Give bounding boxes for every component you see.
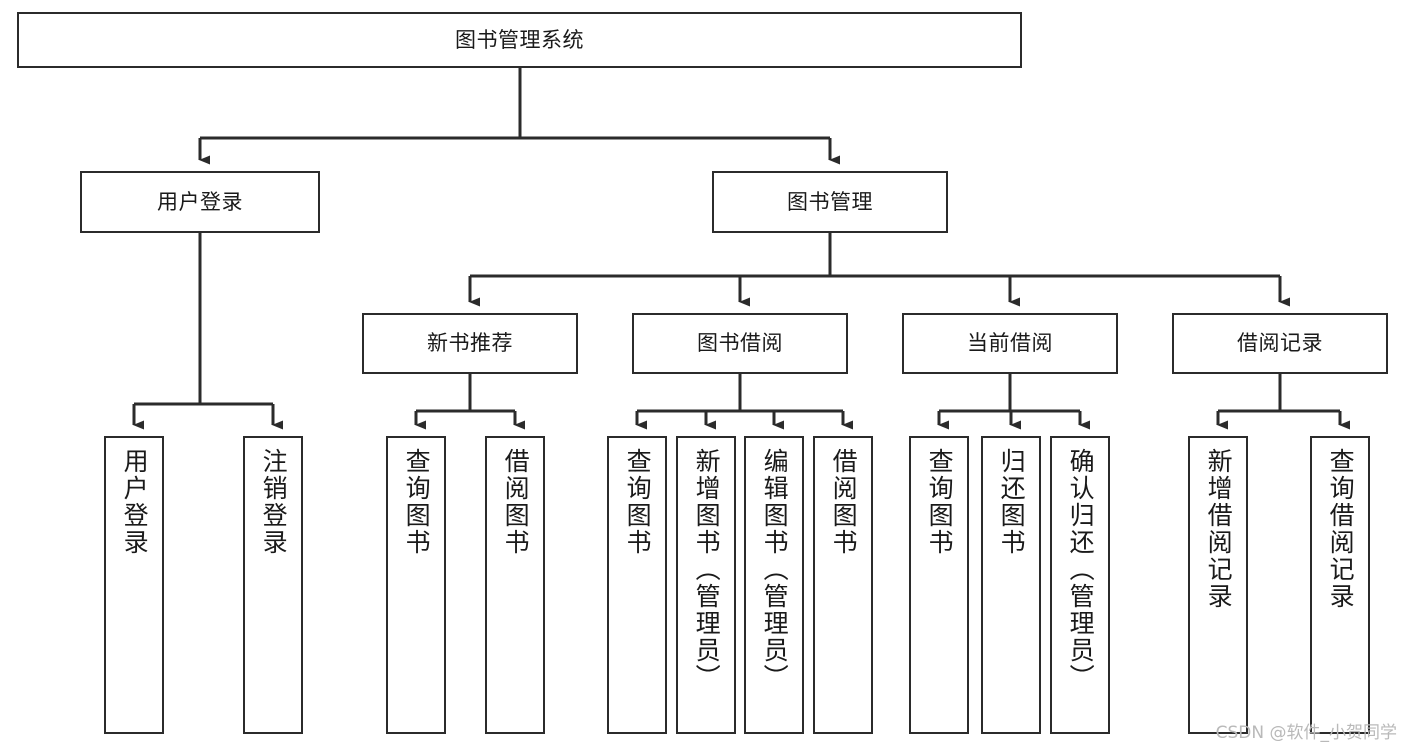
node-level2-0[interactable]: 用户登录	[80, 171, 320, 233]
node-root-system[interactable]: 图书管理系统	[17, 12, 1022, 68]
node-label: 图书借阅	[697, 331, 783, 356]
node-leaf-10[interactable]: 确认归还（管理员）	[1050, 436, 1110, 734]
node-leaf-7[interactable]: 借阅图书	[813, 436, 873, 734]
node-level2-1[interactable]: 图书管理	[712, 171, 948, 233]
node-leaf-11[interactable]: 新增借阅记录	[1188, 436, 1248, 734]
node-label: 用户登录	[157, 189, 243, 214]
node-label: 确认归还（管理员）	[1066, 448, 1096, 691]
node-level3-3[interactable]: 借阅记录	[1172, 313, 1388, 374]
node-label: 用户登录	[120, 448, 150, 556]
node-level3-1[interactable]: 图书借阅	[632, 313, 848, 374]
node-label: 借阅记录	[1237, 331, 1323, 356]
node-label: 新增借阅记录	[1204, 448, 1234, 610]
node-label: 注销登录	[259, 448, 289, 556]
watermark-credit: CSDN @软件_小贺同学	[1215, 723, 1397, 743]
node-level3-0[interactable]: 新书推荐	[362, 313, 578, 374]
node-leaf-9[interactable]: 归还图书	[981, 436, 1041, 734]
node-label: 查询图书	[623, 448, 653, 556]
node-leaf-4[interactable]: 查询图书	[607, 436, 667, 734]
node-label: 当前借阅	[967, 331, 1053, 356]
node-leaf-6[interactable]: 编辑图书（管理员）	[744, 436, 804, 734]
node-level3-2[interactable]: 当前借阅	[902, 313, 1118, 374]
node-label: 借阅图书	[501, 448, 531, 556]
node-leaf-12[interactable]: 查询借阅记录	[1310, 436, 1370, 734]
node-leaf-3[interactable]: 借阅图书	[485, 436, 545, 734]
node-label: 图书管理	[787, 189, 873, 214]
node-label: 查询图书	[925, 448, 955, 556]
node-label: 查询借阅记录	[1326, 448, 1356, 610]
node-label: 借阅图书	[829, 448, 859, 556]
node-label: 归还图书	[997, 448, 1027, 556]
node-label: 图书管理系统	[455, 27, 584, 52]
node-label: 新书推荐	[427, 331, 513, 356]
node-label: 新增图书（管理员）	[692, 448, 722, 691]
node-label: 编辑图书（管理员）	[760, 448, 790, 691]
node-leaf-2[interactable]: 查询图书	[386, 436, 446, 734]
node-leaf-0[interactable]: 用户登录	[104, 436, 164, 734]
node-leaf-1[interactable]: 注销登录	[243, 436, 303, 734]
node-leaf-8[interactable]: 查询图书	[909, 436, 969, 734]
node-label: 查询图书	[402, 448, 432, 556]
node-leaf-5[interactable]: 新增图书（管理员）	[676, 436, 736, 734]
